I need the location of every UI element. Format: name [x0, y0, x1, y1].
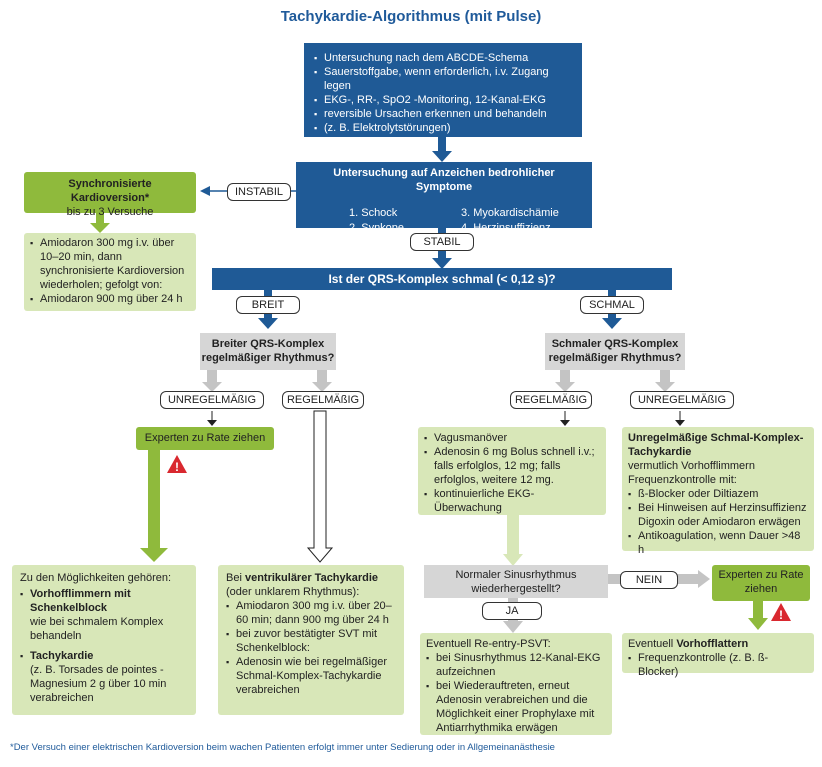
vagus-item-3: kontinuierliche EKG-Überwachung — [424, 487, 600, 515]
possibilities-box: Zu den Möglichkeiten gehören: Vorhofflim… — [12, 565, 196, 715]
cardioversion-box: Synchronisierte Kardioversion* bis zu 3 … — [24, 172, 196, 218]
reentry-box: Eventuell Re-entry-PSVT: bei Sinusrhythm… — [420, 633, 612, 735]
initial-assessment-box: Untersuchung nach dem ABCDE-Schema Sauer… — [304, 43, 582, 137]
irregular-narrow-intro: vermutlich Vorhofflimmern Frequenzkontro… — [628, 460, 755, 486]
wide-qrs-line1: Breiter QRS-Komplex — [211, 338, 325, 350]
cardioversion-sub: bis zu 3 Versuche — [66, 206, 154, 218]
possibility-vorhofflimmern: Vorhofflimmern mit Schenkelblock — [30, 588, 131, 614]
flutter-box: Eventuell Vorhofflattern Frequenzkontrol… — [622, 633, 814, 678]
experts-left-box: Experten zu Rate ziehen — [136, 427, 274, 450]
reentry-item-1: bei Sinusrhythmus 12-Kanal-EKG aufzeichn… — [426, 651, 606, 679]
page-title: Tachykardie-Algorithmus (mit Pulse) — [280, 8, 542, 25]
ventricular-intro-pre: Bei — [226, 572, 245, 584]
symptoms-heading: Untersuchung auf Anzeichen bedrohlicher … — [333, 167, 555, 193]
initial-item-monitoring: EKG-, RR-, SpO2 -Monitoring, 12-Kanal-EK… — [314, 93, 572, 107]
warning-icon: ! — [166, 454, 188, 474]
amiodaron-item-2: Amiodaron 900 mg über 24 h — [30, 292, 190, 306]
label-regelmaessig-left: REGELMÄßIG — [282, 391, 364, 409]
ventricular-box: Bei ventrikulärer Tachykardie (oder unkl… — [218, 565, 404, 715]
label-nein: NEIN — [620, 571, 678, 589]
symptom-synkope: 2. Synkope — [349, 222, 405, 234]
label-unregelmaessig-right: UNREGELMÄßIG — [630, 391, 734, 409]
initial-item-example: (z. B. Elektrolytstörungen) — [314, 121, 572, 135]
symptoms-box: Untersuchung auf Anzeichen bedrohlicher … — [296, 162, 592, 234]
svg-text:!: ! — [779, 608, 783, 622]
irregular-narrow-box: Unregelmäßige Schmal-Komplex-Tachykardie… — [622, 427, 814, 556]
label-breit: BREIT — [236, 296, 300, 314]
footnote: *Der Versuch einer elektrischen Kardiove… — [10, 742, 555, 753]
possibilities-intro: Zu den Möglichkeiten gehören: — [20, 572, 172, 584]
initial-item-abcde: Untersuchung nach dem ABCDE-Schema — [314, 51, 572, 65]
sinus-line1: Normaler Sinusrhythmus — [455, 569, 577, 581]
symptom-schock: 1. Schock — [349, 207, 398, 219]
label-regelmaessig-right: REGELMÄßIG — [510, 391, 592, 409]
label-unregelmaessig-left: UNREGELMÄßIG — [160, 391, 264, 409]
initial-item-oxygen: Sauerstoffgabe, wenn erforderlich, i.v. … — [314, 65, 572, 93]
irregular-narrow-item-1: ß-Blocker oder Diltiazem — [628, 487, 808, 501]
amiodaron-item-1: Amiodaron 300 mg i.v. über 10–20 min, da… — [30, 236, 190, 292]
ventricular-intro-bold: ventrikulärer Tachykardie — [244, 572, 379, 584]
label-schmal: SCHMAL — [580, 296, 644, 314]
wide-qrs-line2: regelmäßiger Rhythmus? — [201, 352, 335, 364]
vagus-item-1: Vagusmanöver — [424, 431, 600, 445]
reentry-item-2: bei Wiederauftreten, erneut Adenosin ver… — [426, 679, 606, 735]
ventricular-item-3: Adenosin wie bei regelmäßiger Schmal-Kom… — [226, 655, 396, 697]
wide-qrs-question: Breiter QRS-Komplex regelmäßiger Rhythmu… — [200, 333, 336, 370]
sinus-question: Normaler Sinusrhythmus wiederhergestellt… — [424, 565, 608, 598]
flutter-intro-bold: Vorhofflattern — [676, 638, 749, 650]
reentry-intro: Eventuell Re-entry-PSVT: — [426, 638, 551, 650]
irregular-narrow-item-3: Antikoagulation, wenn Dauer >48 h — [628, 529, 808, 557]
qrs-question-box: Ist der QRS-Komplex schmal (< 0,12 s)? — [212, 268, 672, 290]
irregular-narrow-item-2: Bei Hinweisen auf Herzinsuffizienz Digox… — [628, 501, 808, 529]
irregular-narrow-heading: Unregelmäßige Schmal-Komplex-Tachykardie — [628, 432, 804, 458]
label-instabil: INSTABIL — [227, 183, 291, 201]
vagus-box: Vagusmanöver Adenosin 6 mg Bolus schnell… — [418, 427, 606, 515]
possibility-vorhofflimmern-text: wie bei schmalem Komplex behandeln — [30, 616, 164, 642]
label-ja: JA — [482, 602, 542, 620]
narrow-qrs-line1: Schmaler QRS-Komplex — [551, 338, 679, 350]
svg-text:!: ! — [175, 460, 179, 474]
symptom-herzinsuffizienz: 4. Herzinsuffizienz — [461, 222, 551, 234]
ventricular-item-1: Amiodaron 300 mg i.v. über 20–60 min; da… — [226, 599, 396, 627]
warning-icon: ! — [770, 602, 792, 622]
experts-right-box: Experten zu Rate ziehen — [712, 565, 810, 601]
flutter-item-1: Frequenzkontrolle (z. B. ß-Blocker) — [628, 651, 808, 679]
amiodaron-box: Amiodaron 300 mg i.v. über 10–20 min, da… — [24, 233, 196, 311]
symptom-myokard: 3. Myokardischämie — [461, 207, 559, 219]
vagus-item-2: Adenosin 6 mg Bolus schnell i.v.; falls … — [424, 445, 600, 487]
possibility-tachykardie: Tachykardie — [30, 650, 94, 662]
sinus-line2: wiederhergestellt? — [471, 583, 561, 595]
ventricular-intro-post: (oder unklarem Rhythmus): — [226, 586, 360, 598]
flutter-intro-pre: Eventuell — [628, 638, 677, 650]
narrow-qrs-question: Schmaler QRS-Komplex regelmäßiger Rhythm… — [545, 333, 685, 370]
cardioversion-heading: Synchronisierte Kardioversion* — [68, 178, 152, 204]
initial-item-causes: reversible Ursachen erkennen und behande… — [314, 107, 572, 121]
label-stabil: STABIL — [410, 233, 474, 251]
ventricular-item-2: bei zuvor bestätigter SVT mit Schenkelbl… — [226, 627, 396, 655]
possibility-tachykardie-text: (z. B. Torsades de pointes - Magnesium 2… — [30, 664, 167, 704]
narrow-qrs-line2: regelmäßiger Rhythmus? — [548, 352, 682, 364]
